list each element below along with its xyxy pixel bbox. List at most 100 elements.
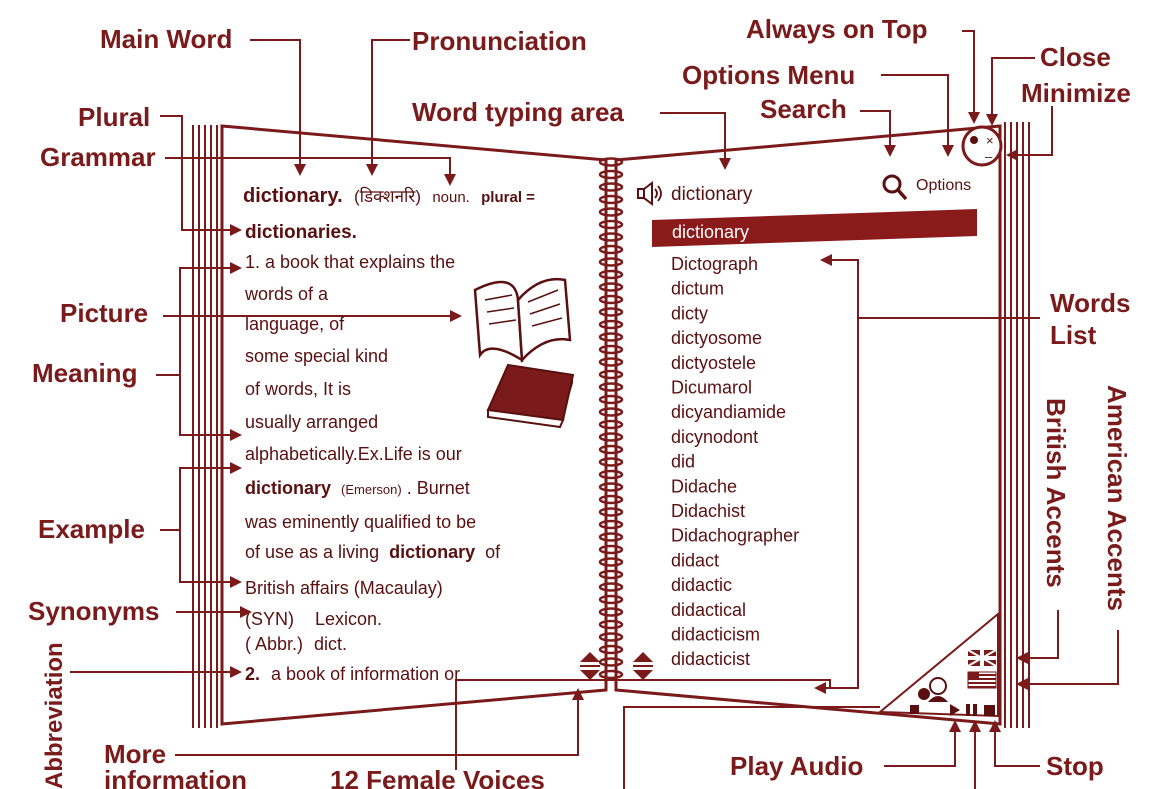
book	[192, 122, 1030, 728]
abbreviation-line: ( Abbr.) dict.	[245, 634, 347, 654]
spiral-coil	[598, 569, 624, 580]
window-controls: × –	[961, 125, 1003, 167]
spiral-coil	[598, 532, 624, 542]
callout-arrowheads	[230, 112, 1028, 732]
callout-grammar: Grammar	[40, 142, 156, 172]
callout-picture: Picture	[60, 298, 148, 328]
left-page-content: dictionary. (डिक्शनरि) noun. plural = di…	[243, 185, 600, 684]
word-list-item[interactable]: didactical	[671, 600, 746, 620]
always-on-top-icon[interactable]	[970, 136, 978, 144]
us-flag-icon[interactable]	[967, 671, 997, 689]
scroll-up-icon[interactable]	[633, 652, 653, 662]
word-list-item[interactable]: dictum	[671, 279, 724, 299]
spiral-coil	[598, 332, 624, 342]
spiral-coil	[598, 382, 624, 392]
spiral-coil	[598, 582, 624, 592]
audio-panel	[877, 611, 999, 718]
callout-lines	[70, 30, 1119, 789]
grammar-text: noun.	[432, 189, 470, 206]
callout-search: Search	[760, 94, 847, 124]
spiral-coil	[598, 282, 624, 292]
callout-play-audio: Play Audio	[730, 751, 863, 781]
open-book-icon	[473, 277, 572, 363]
scroll-down-icon[interactable]	[633, 670, 653, 680]
syn-label: (SYN)	[245, 609, 294, 629]
scroll-up-icon[interactable]	[580, 652, 600, 662]
pause-icon[interactable]	[966, 704, 977, 716]
play-icon[interactable]	[950, 704, 960, 716]
callout-labels: Main Word Pronunciation Always on Top Cl…	[28, 14, 1132, 789]
word-list-item[interactable]: Dicumarol	[671, 378, 752, 398]
callout-example: Example	[38, 514, 145, 544]
spiral-coil	[598, 494, 624, 505]
word-list-item[interactable]: did	[671, 452, 695, 472]
stop-icon[interactable]	[984, 705, 995, 716]
spiral-coil	[598, 194, 624, 205]
word-list-item[interactable]: Didachist	[671, 501, 745, 521]
spiral-coil	[598, 294, 624, 305]
spiral-coil	[598, 344, 624, 355]
spiral-coil	[598, 544, 624, 555]
selected-word-bar[interactable]	[652, 209, 977, 247]
example-line-3: of use as a living dictionary of	[245, 542, 501, 562]
words-list[interactable]: Dictograph dictum dicty dictyosome dictyoste…	[671, 254, 799, 669]
spiral-coil	[598, 157, 624, 167]
spiral-coil	[598, 419, 624, 430]
spiral-coil	[598, 644, 624, 655]
word-list-item[interactable]: didacticist	[671, 649, 750, 669]
word-list-item[interactable]: dicyandiamide	[671, 402, 786, 422]
syn-value: Lexicon.	[315, 609, 382, 629]
callout-always-on-top: Always on Top	[746, 14, 928, 44]
left-page-scroll-arrows[interactable]	[580, 652, 600, 680]
example-line-1: dictionary (Emerson) . Burnet	[245, 478, 470, 498]
callout-words-list-1: Words	[1050, 288, 1130, 318]
minimize-button[interactable]: –	[985, 149, 993, 164]
playback-controls	[910, 704, 995, 716]
word-list-item[interactable]: dicynodont	[671, 427, 758, 447]
scroll-down-icon[interactable]	[580, 670, 600, 680]
uk-flag-icon[interactable]	[967, 649, 997, 667]
synonyms-line: (SYN) Lexicon.	[245, 609, 382, 629]
callout-plural: Plural	[78, 102, 150, 132]
callout-stop: Stop	[1046, 751, 1104, 781]
word-list-item[interactable]: dictyostele	[671, 353, 756, 373]
callout-main-word: Main Word	[100, 24, 232, 54]
close-button[interactable]: ×	[986, 133, 994, 148]
spiral-coil	[598, 432, 624, 442]
right-page-content: dictionary Options dictionary Dictograph…	[633, 125, 1003, 718]
meaning-line: 1. a book that explains the	[245, 252, 455, 272]
word-list-item[interactable]: Didachographer	[671, 526, 799, 546]
word-list-item[interactable]: Didache	[671, 476, 737, 496]
spiral-coil	[598, 457, 624, 467]
example-line-2: was eminently qualified to be	[244, 512, 476, 532]
headword: dictionary.	[243, 185, 343, 207]
spiral-coil	[598, 307, 624, 317]
options-menu-button[interactable]: Options	[916, 177, 971, 194]
meaning-line: some special kind	[245, 346, 388, 366]
headword-line: dictionary. (डिक्शनरि) noun. plural =	[243, 185, 535, 207]
spiral-coil	[598, 669, 624, 680]
word-list-item[interactable]: Dictograph	[671, 254, 758, 274]
record-icon[interactable]	[910, 705, 919, 714]
example-line-4: British affairs (Macaulay)	[245, 578, 443, 598]
plural-value: dictionaries.	[245, 222, 357, 243]
spiral-coil	[598, 232, 624, 242]
spiral-coil	[598, 594, 624, 605]
right-page	[614, 124, 1002, 726]
speaker-icon[interactable]	[637, 181, 662, 206]
callout-close: Close	[1040, 42, 1111, 72]
word-list-item[interactable]: dicty	[671, 303, 708, 323]
search-input[interactable]: dictionary	[671, 184, 753, 205]
right-page-scroll-arrows[interactable]	[633, 652, 653, 680]
search-icon[interactable]	[882, 174, 908, 201]
spiral-coil	[598, 482, 624, 492]
word-list-item[interactable]: didactic	[671, 575, 732, 595]
word-list-item[interactable]: didact	[671, 550, 719, 570]
voice-avatar-icon[interactable]	[918, 677, 948, 702]
word-list-item[interactable]: dictyosome	[671, 328, 762, 348]
spiral-coil	[598, 469, 624, 480]
word-list-item[interactable]: didacticism	[671, 625, 760, 645]
callout-american-accents: American Accents	[1102, 385, 1132, 611]
spiral-coil	[598, 407, 624, 417]
